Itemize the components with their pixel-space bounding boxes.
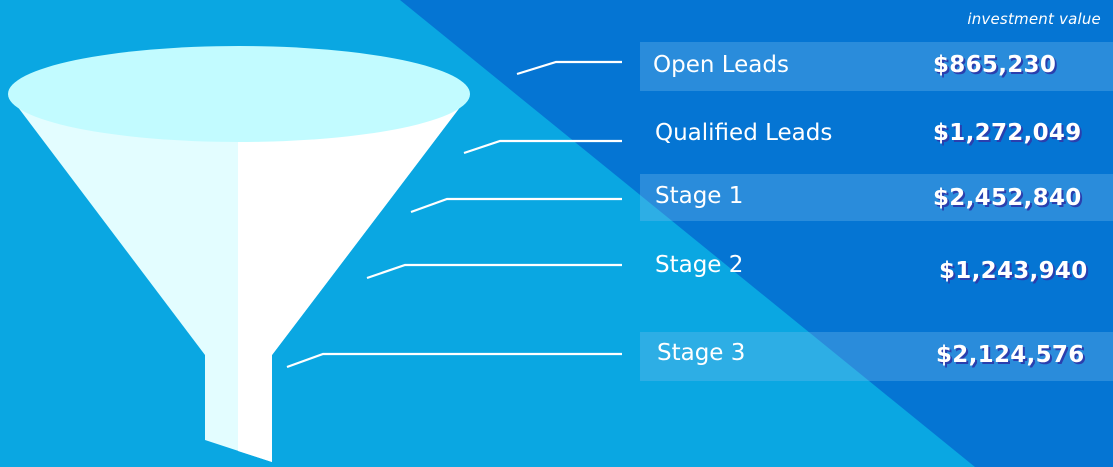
leader-lines [286,60,622,369]
funnel-icon [8,46,470,462]
funnel-rim [8,46,470,142]
investment-value-header: investment value [967,10,1101,28]
stage-value: $1,272,049 [933,120,1082,146]
leader-line-qualified-leads [463,139,622,155]
stage-label: Open Leads [653,52,789,78]
leader-line-stage-1 [410,197,622,214]
stage-value: $1,243,940 [939,258,1088,284]
background-diagonal [400,0,1113,467]
funnel-spout-highlight [238,355,272,462]
stage-value: $2,124,576 [936,342,1085,368]
stage-value: $865,230 [933,52,1057,78]
leader-line-open-leads [516,60,622,76]
stage-label: Stage 3 [657,340,746,366]
stage-value: $2,452,840 [933,185,1082,211]
stage-label: Qualified Leads [655,120,833,146]
stage-label: Stage 2 [655,252,744,278]
row-band-stage-1 [640,174,1113,221]
funnel-cone-highlight [238,94,470,355]
leader-line-stage-3 [286,352,622,369]
row-band-stage-3 [640,332,1113,381]
leader-line-stage-2 [366,263,622,280]
stage-label: Stage 1 [655,183,744,209]
row-band-open-leads [640,42,1113,91]
